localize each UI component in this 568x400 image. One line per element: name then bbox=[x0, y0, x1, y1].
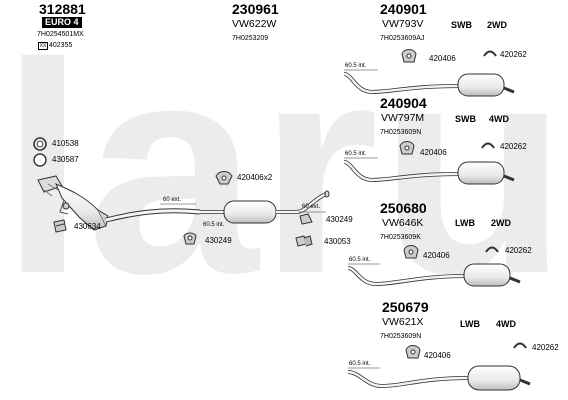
hanger-420262-r1-icon bbox=[483, 50, 497, 57]
ref-240904: VW797M bbox=[381, 112, 425, 124]
pipe-label-cat-ext: 60 ext. bbox=[163, 197, 182, 203]
part-number-250680: 250680 bbox=[380, 200, 427, 216]
bracket-420406-r3-icon bbox=[403, 245, 419, 259]
label-420262-r4: 420262 bbox=[532, 343, 559, 352]
clamp-430634-icon bbox=[53, 219, 67, 233]
label-420262-r3: 420262 bbox=[505, 246, 532, 255]
label-420406x2: 420406x2 bbox=[237, 173, 273, 182]
hanger-420262-r4-icon bbox=[513, 342, 527, 349]
gasket-410538-icon bbox=[33, 137, 47, 151]
ref-230961: VW622W bbox=[232, 18, 277, 30]
ref-240901: VW793V bbox=[382, 18, 424, 30]
pipe-label-r1-int: 60.5 int. bbox=[345, 63, 367, 69]
wheelbase-240904: SWB bbox=[455, 114, 476, 124]
bracket-420406-r4-icon bbox=[405, 345, 421, 359]
code-312881-2: 402355 bbox=[49, 42, 73, 49]
part-number-240901: 240901 bbox=[380, 1, 427, 17]
part-number-240904: 240904 bbox=[380, 95, 427, 111]
rear-silencer-240901 bbox=[343, 69, 515, 97]
label-430249-left: 430249 bbox=[205, 236, 232, 245]
ring-430587-icon bbox=[33, 153, 47, 167]
code-250679: 7H0253609N bbox=[380, 333, 422, 340]
pipe-label-r3-int: 60.5 int. bbox=[349, 257, 371, 263]
hanger-430249-right-icon bbox=[299, 213, 313, 225]
wheelbase-240901: SWB bbox=[451, 20, 472, 30]
label-420406-r3: 420406 bbox=[423, 251, 450, 260]
part-number-312881: 312881 bbox=[39, 1, 86, 17]
rear-silencer-240904 bbox=[343, 157, 515, 185]
label-420262-r1: 420262 bbox=[500, 50, 527, 59]
label-430587: 430587 bbox=[52, 155, 79, 164]
hanger-420262-r2-icon bbox=[481, 142, 495, 149]
ref-250680: VW646K bbox=[382, 217, 424, 229]
pipe-label-r4-int: 60.5 int. bbox=[349, 361, 371, 367]
label-430249-right: 430249 bbox=[326, 215, 353, 224]
euro-4-badge: EURO 4 bbox=[42, 17, 82, 28]
label-420406-r1: 420406 bbox=[429, 54, 456, 63]
hanger-430249-left-icon bbox=[183, 232, 197, 245]
ref-250679: VW621X bbox=[382, 316, 424, 328]
label-430634: 430634 bbox=[74, 222, 101, 231]
wheelbase-250679: LWB bbox=[460, 319, 480, 329]
catalytic-converter bbox=[37, 175, 201, 231]
wheelbase-250680: LWB bbox=[455, 218, 475, 228]
drive-250679: 4WD bbox=[496, 319, 516, 329]
drive-250680: 2WD bbox=[491, 218, 511, 228]
bracket-420406-r2-icon bbox=[399, 141, 415, 155]
hanger-420262-r3-icon bbox=[485, 246, 499, 253]
bracket-420406-r1-icon bbox=[401, 49, 417, 63]
label-420406-r2: 420406 bbox=[420, 148, 447, 157]
pipe-label-mid-ext: 60 ext. bbox=[302, 204, 321, 210]
clamp-430053-icon bbox=[295, 235, 313, 247]
bracket-420406x2-icon bbox=[215, 171, 233, 185]
pipe-label-mid-int: 60.5 int. bbox=[203, 222, 225, 228]
drive-240904: 4WD bbox=[489, 114, 509, 124]
rear-silencer-250680 bbox=[347, 263, 521, 287]
code-240904: 7H0253609N bbox=[380, 129, 422, 136]
code-312881-1: 7H0254501MX bbox=[37, 31, 84, 38]
code-230961: 7H0253209 bbox=[232, 35, 269, 42]
code-250680: 7H0253609K bbox=[380, 234, 421, 241]
label-420406-r4: 420406 bbox=[424, 351, 451, 360]
code-240901: 7H0253609AJ bbox=[380, 35, 425, 42]
pipe-label-r2-int: 60.5 int. bbox=[345, 151, 367, 157]
box-icon: XX bbox=[38, 42, 48, 50]
rear-silencer-250679 bbox=[347, 365, 531, 391]
drive-240901: 2WD bbox=[487, 20, 507, 30]
label-430053: 430053 bbox=[324, 237, 351, 246]
label-410538: 410538 bbox=[52, 139, 79, 148]
label-420262-r2: 420262 bbox=[500, 142, 527, 151]
part-number-250679: 250679 bbox=[382, 299, 429, 315]
part-number-230961: 230961 bbox=[232, 1, 279, 17]
middle-silencer bbox=[200, 190, 330, 224]
